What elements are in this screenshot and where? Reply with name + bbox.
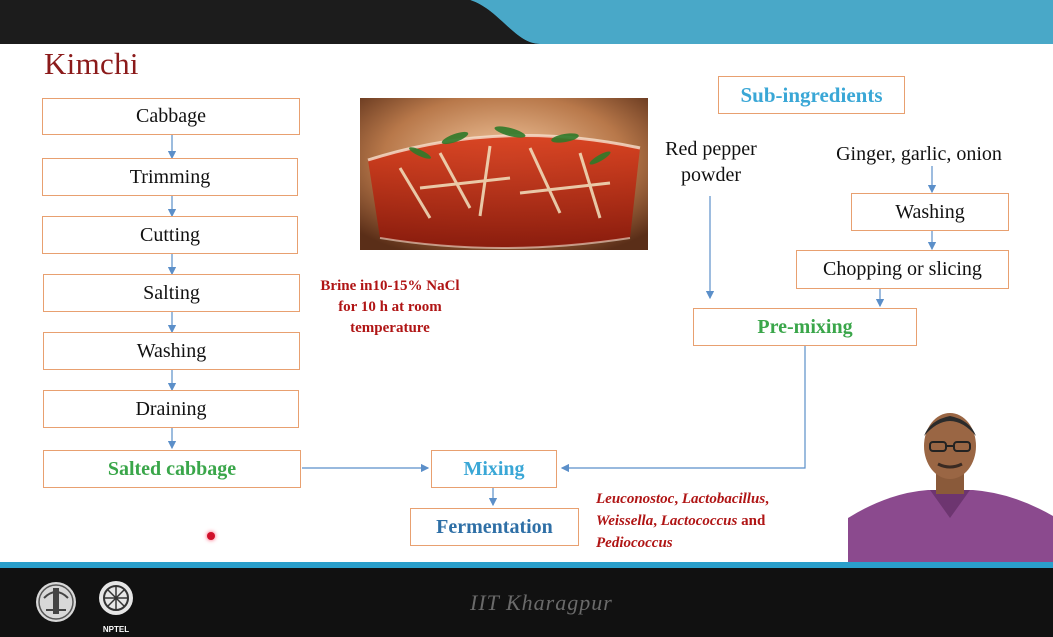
- footer-bar: [0, 562, 1053, 637]
- microbes-note: Leuconostoc, Lactobacillus, Weissella, L…: [596, 488, 836, 554]
- header-accent-shape: [0, 0, 1053, 44]
- footer-stripe: [0, 562, 1053, 568]
- microbes-line-3: Pediococcus: [596, 532, 836, 554]
- fermentation-box: Fermentation: [410, 508, 579, 546]
- step-cutting: Cutting: [42, 216, 298, 254]
- microbes-line-1: Leuconostoc, Lactobacillus,: [596, 488, 836, 510]
- nptel-logo-icon: NPTEL: [94, 578, 138, 636]
- brine-note-line: temperature: [350, 320, 430, 336]
- step-trimming: Trimming: [42, 158, 298, 196]
- kimchi-photo: [360, 98, 648, 250]
- step-label: Washing: [136, 339, 207, 362]
- step-label: Salting: [143, 281, 200, 304]
- red-pepper-label: Red pepper powder: [648, 136, 774, 188]
- step-salting: Salting: [43, 274, 300, 312]
- brine-note: Brine in10-15% NaCl for 10 h at room tem…: [300, 276, 480, 339]
- microbe-name: Lactobacillus: [681, 491, 766, 507]
- sub-step-label: Pre-mixing: [757, 315, 853, 338]
- mixing-box: Mixing: [431, 450, 557, 488]
- step-cabbage: Cabbage: [42, 98, 300, 135]
- mixing-label: Mixing: [463, 457, 525, 480]
- microbe-name: Lactococcus: [660, 513, 738, 529]
- step-label: Cabbage: [136, 105, 206, 127]
- step-draining: Draining: [43, 390, 299, 428]
- red-pepper-line: powder: [681, 164, 741, 186]
- brine-note-line: Brine in10-15% NaCl: [320, 278, 460, 294]
- step-salted-cabbage: Salted cabbage: [43, 450, 301, 488]
- sub-step-label: Washing: [895, 200, 965, 223]
- step-label: Cutting: [139, 223, 200, 246]
- nptel-label: NPTEL: [102, 625, 130, 634]
- slide-title: Kimchi: [44, 46, 139, 81]
- red-pepper-line: Red pepper: [665, 138, 757, 160]
- iit-logo-icon: [34, 578, 78, 626]
- aromatics-label: Ginger, garlic, onion: [836, 143, 1002, 165]
- footer-institute-text: IIT Kharagpur: [470, 590, 613, 615]
- step-washing: Washing: [43, 332, 300, 370]
- sub-step-label: Chopping or slicing: [823, 258, 982, 280]
- microbe-name: Pediococcus: [596, 535, 673, 551]
- brine-note-line: for 10 h at room: [338, 299, 442, 315]
- step-label: Salted cabbage: [107, 457, 237, 480]
- separator: ,: [674, 491, 682, 507]
- sub-step-washing: Washing: [851, 193, 1009, 231]
- speaker-video: [848, 398, 1053, 563]
- separator: ,: [765, 491, 769, 507]
- fermentation-label: Fermentation: [436, 515, 553, 538]
- microbes-line-2: Weissella, Lactococcus and: [596, 510, 836, 532]
- sub-ingredients-header: Sub-ingredients: [718, 76, 905, 114]
- microbe-name: Weissella: [596, 513, 654, 529]
- separator: ,: [653, 513, 661, 529]
- step-label: Trimming: [129, 165, 211, 188]
- step-label: Draining: [135, 397, 207, 420]
- sub-step-chopping: Chopping or slicing: [796, 250, 1009, 289]
- laser-pointer-dot: [207, 532, 215, 540]
- conjunction: and: [737, 513, 766, 529]
- microbe-name: Leuconostoc: [596, 491, 675, 507]
- sub-ingredients-header-label: Sub-ingredients: [740, 82, 883, 107]
- sub-step-premixing: Pre-mixing: [693, 308, 917, 346]
